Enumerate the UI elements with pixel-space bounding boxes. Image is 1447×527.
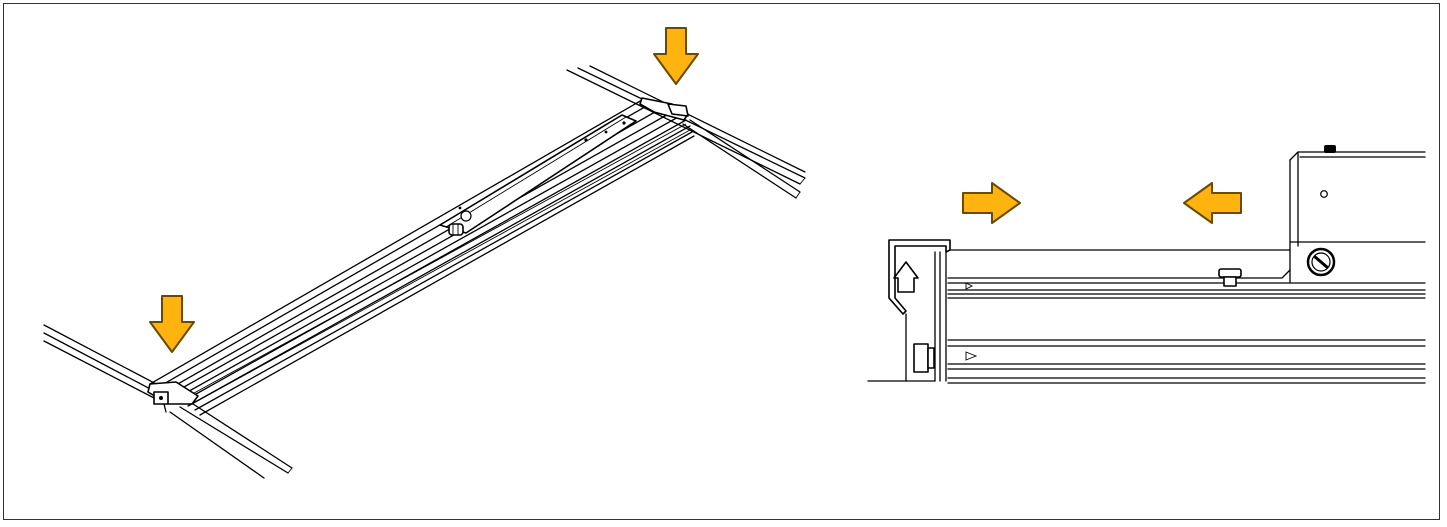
housing (1289, 145, 1426, 283)
stud (1218, 268, 1242, 287)
front-rail (43, 324, 293, 479)
right-panel (867, 145, 1426, 384)
mount-plate (439, 114, 637, 234)
front-end-bracket (147, 381, 199, 413)
arrow-down-front (149, 295, 195, 353)
center-knob (448, 223, 464, 236)
arrow-right (962, 182, 1021, 224)
arrow-left (1183, 182, 1242, 224)
figure-frame (3, 3, 1440, 520)
plate-hole (460, 210, 472, 222)
arrow-down-rear (653, 27, 699, 85)
rail-profile (947, 249, 1426, 384)
rear-end-bracket (639, 97, 689, 121)
housing-screw-top (1324, 145, 1336, 153)
left-panel (43, 27, 806, 479)
crossbar-beam (149, 99, 695, 416)
end-bracket (867, 239, 951, 382)
rear-rail (566, 65, 806, 199)
